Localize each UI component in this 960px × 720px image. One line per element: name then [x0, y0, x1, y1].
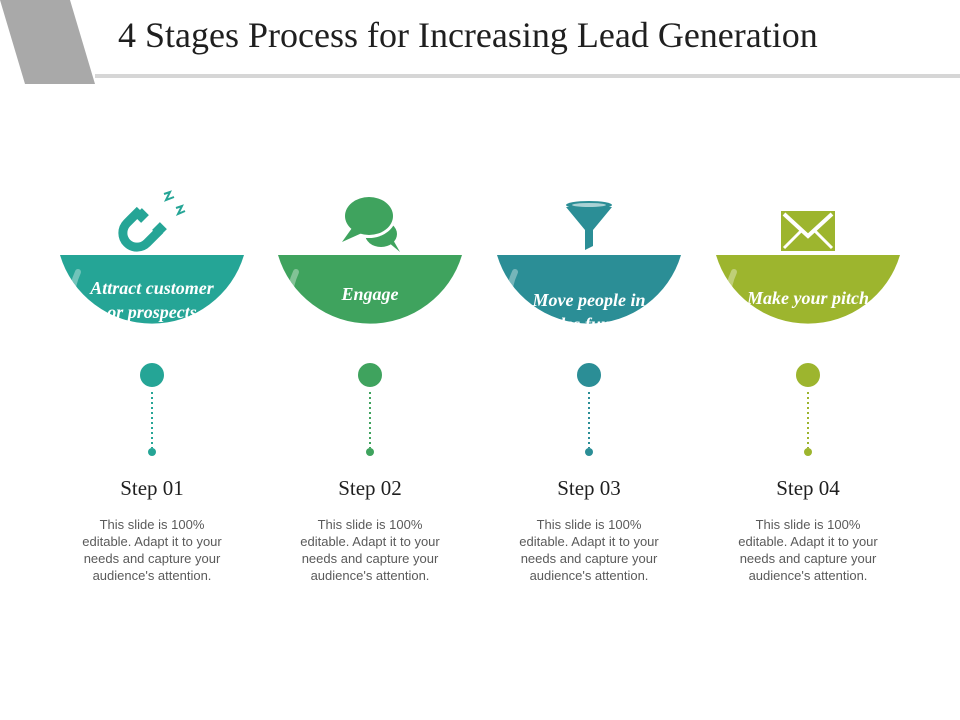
stage-4: Make your pitch Step 04 This slide is 10…: [708, 180, 908, 600]
stage-2: Engage Step 02 This slide is 100% editab…: [270, 180, 470, 600]
stage-4-label: Make your pitch: [746, 288, 869, 308]
title-underline: [95, 74, 960, 78]
stage-4-bowl: [716, 255, 900, 456]
stage-3-description: This slide is 100% editable. Adapt it to…: [519, 517, 659, 583]
stage-1-step: Step 01: [120, 476, 184, 500]
chat-bubbles-icon: [342, 194, 400, 252]
corner-tab-decoration: [0, 0, 95, 84]
magnet-icon: [118, 190, 186, 252]
envelope-icon: [781, 211, 835, 251]
stage-4-description: This slide is 100% editable. Adapt it to…: [738, 517, 878, 583]
stage-1-bowl: [60, 255, 244, 456]
stage-1: Attract customer or prospects Step 01 Th…: [52, 180, 252, 600]
stage-3: Move people in sales funnel Step 03 This…: [489, 180, 689, 600]
stage-2-step: Step 02: [338, 476, 402, 500]
stage-1-label: Attract customer or prospects: [90, 278, 214, 322]
slide-title: 4 Stages Process for Increasing Lead Gen…: [118, 15, 818, 55]
stage-3-step: Step 03: [557, 476, 621, 500]
stage-2-description: This slide is 100% editable. Adapt it to…: [300, 517, 440, 583]
funnel-icon: [566, 201, 612, 250]
stage-3-bowl: [497, 255, 681, 456]
stage-2-bowl: [278, 255, 462, 456]
stage-1-description: This slide is 100% editable. Adapt it to…: [82, 517, 222, 583]
stage-3-label: Move people in sales funnel: [532, 290, 646, 334]
stage-2-label: Engage: [341, 284, 399, 304]
stage-4-step: Step 04: [776, 476, 840, 500]
